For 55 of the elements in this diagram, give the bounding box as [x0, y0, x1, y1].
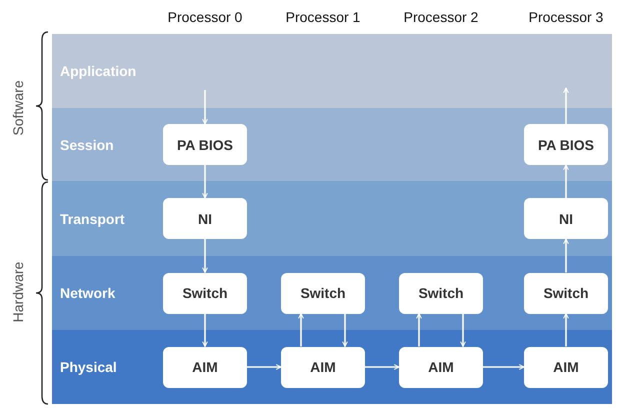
arrow	[483, 364, 524, 370]
component-label: NI	[198, 210, 212, 226]
component-box	[163, 346, 247, 388]
arrow	[202, 314, 208, 347]
component-box	[399, 346, 483, 388]
arrow	[365, 364, 400, 370]
group-label: Software	[10, 80, 26, 136]
component-label: Switch	[543, 285, 589, 301]
layer-band	[52, 330, 612, 404]
component-box	[524, 198, 608, 239]
group-label: Hardware	[10, 262, 26, 322]
layer-label: Session	[60, 136, 114, 152]
layer-band	[52, 256, 612, 330]
arrow	[563, 238, 569, 272]
arrow	[202, 165, 208, 198]
component-box	[163, 124, 247, 165]
component-box	[163, 198, 247, 239]
component-box	[399, 272, 483, 314]
component-label: PA BIOS	[538, 136, 594, 152]
layer-label: Physical	[60, 359, 117, 375]
arrow	[202, 90, 208, 124]
layer-band	[52, 34, 612, 108]
layer-band	[52, 181, 612, 256]
arrow	[298, 313, 304, 346]
arrow	[342, 314, 348, 347]
component-box	[163, 272, 247, 314]
component-box	[524, 272, 608, 314]
component-box	[524, 346, 608, 388]
column-header: Processor 3	[528, 9, 604, 25]
arrow	[563, 313, 569, 346]
column-header: Processor 1	[286, 9, 360, 25]
component-label: AIM	[192, 359, 218, 375]
arrow	[563, 164, 569, 198]
layer-label: Network	[60, 285, 116, 301]
component-label: PA BIOS	[176, 136, 233, 152]
component-label: Switch	[300, 285, 346, 301]
component-label: AIM	[553, 359, 579, 375]
component-box	[524, 124, 608, 165]
component-box	[281, 272, 365, 314]
layer-label: Transport	[60, 210, 125, 226]
component-label: AIM	[428, 359, 454, 375]
layer-label: Application	[60, 63, 136, 79]
component-label: Switch	[418, 285, 464, 301]
column-header: Processor 0	[168, 9, 242, 25]
arrow	[202, 239, 208, 273]
arrow	[563, 88, 569, 124]
arrow	[460, 314, 466, 347]
component-box	[281, 346, 365, 388]
arrow	[247, 364, 282, 370]
component-label: NI	[559, 210, 573, 226]
column-header: Processor 2	[404, 9, 478, 25]
component-label: AIM	[310, 359, 336, 375]
component-label: Switch	[182, 285, 228, 301]
arrow	[416, 313, 422, 346]
layer-band	[52, 108, 612, 181]
